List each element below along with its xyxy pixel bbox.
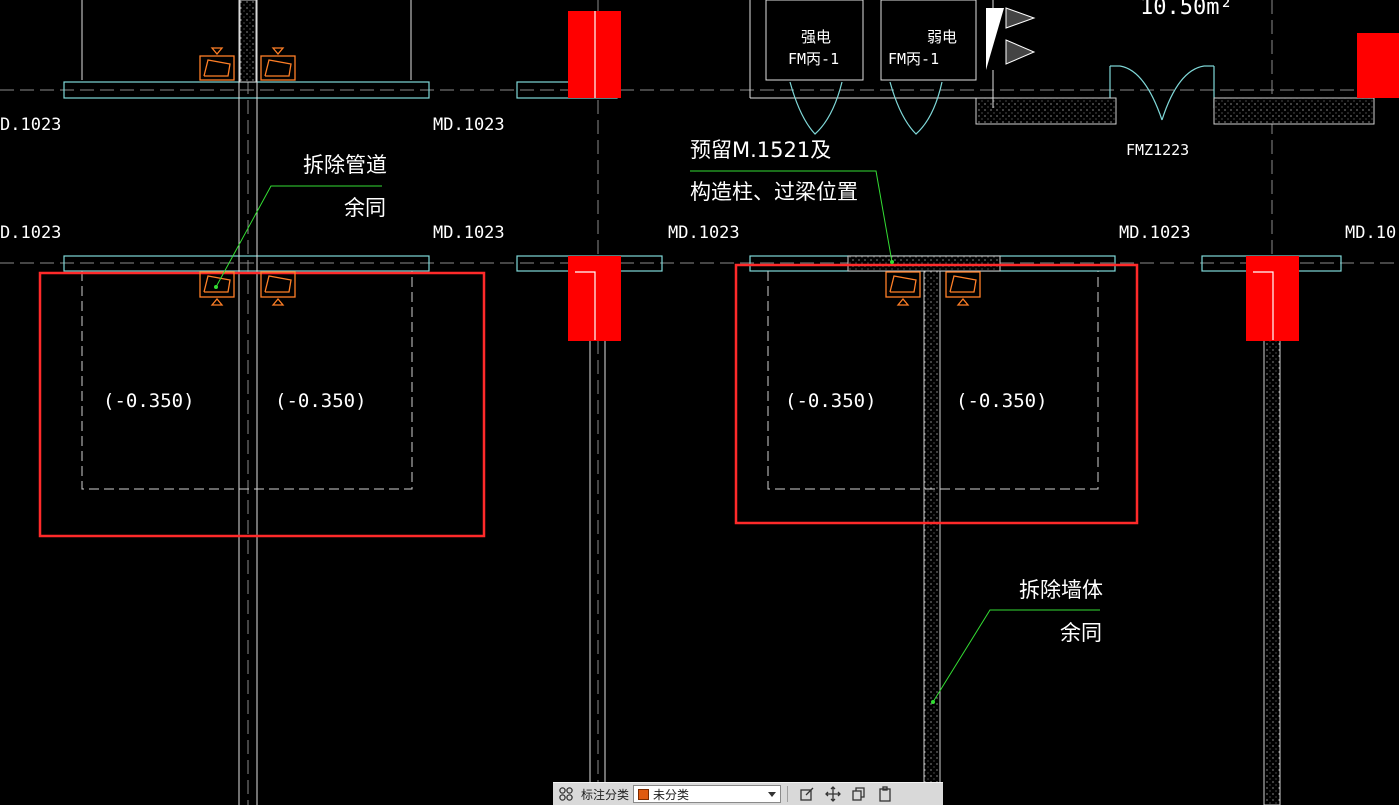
edit-icon (800, 787, 814, 801)
note-pipe-removal-same: 余同 (344, 196, 386, 220)
note-wall-removal: 拆除墙体 (1019, 578, 1103, 602)
elevation-label: (-0.350) (785, 390, 877, 412)
door-swings (789, 65, 1205, 135)
weak-elec-door-code: FM丙-1 (888, 50, 939, 68)
highlight-boxes (38, 263, 1139, 538)
room-area: 10.50m² (1140, 0, 1233, 20)
note-wall-removal-same: 余同 (1060, 621, 1102, 645)
copy-icon (852, 787, 865, 801)
electrical-rooms (749, 0, 994, 108)
axis-label: MD.1023 (1119, 223, 1191, 243)
highlight-box-right (734, 263, 1139, 525)
move-icon (825, 786, 841, 802)
axis-label: MD.1023 (433, 223, 505, 243)
door-window (986, 7, 1036, 70)
red-columns (568, 11, 1399, 341)
category-select-value: 未分类 (653, 787, 690, 802)
pit-outlines (81, 271, 1099, 490)
elevation-label: (-0.350) (275, 390, 367, 412)
chevron-down-icon (768, 792, 777, 797)
elevation-labels: (-0.350) (-0.350) (-0.350) (-0.350) (103, 390, 1048, 412)
strong-elec-room-name: 强电 (801, 28, 831, 46)
elevation-label: (-0.350) (103, 390, 195, 412)
grid-icon (559, 787, 573, 801)
leader-dots (214, 260, 935, 704)
elevation-label: (-0.350) (956, 390, 1048, 412)
strong-elec-door-code: FM丙-1 (788, 50, 839, 68)
edit-button[interactable] (794, 783, 820, 805)
weak-elec-room-name: 弱电 (927, 28, 957, 46)
category-color-swatch (638, 788, 650, 800)
axis-label: MD.1023 (668, 223, 740, 243)
annotation-toolbar: 标注分类 未分类 (553, 782, 943, 805)
toolbar-divider (787, 786, 789, 802)
axis-label: MD.10 (1345, 223, 1396, 243)
main-door-code: FMZ1223 (1126, 141, 1189, 159)
axis-labels: D.1023 MD.1023 D.1023 MD.1023 MD.1023 MD… (0, 115, 1396, 243)
category-select[interactable]: 未分类 (633, 785, 782, 803)
category-grid-button[interactable] (553, 783, 579, 805)
copy-button[interactable] (846, 783, 872, 805)
vertical-walls (81, 0, 606, 805)
axis-label: D.1023 (0, 223, 61, 243)
hatched-walls (239, 0, 1375, 805)
highlight-box-left (38, 271, 486, 538)
annotation-notes: 拆除管道 余同 预留M.1521及 构造柱、过梁位置 拆除墙体 余同 (303, 138, 1103, 645)
note-reserve-column: 构造柱、过梁位置 (690, 180, 858, 204)
note-reserve-door: 预留M.1521及 (690, 138, 831, 162)
pipes (199, 47, 981, 306)
paste-button[interactable] (872, 783, 898, 805)
axis-label: MD.1023 (433, 115, 505, 135)
note-pipe-removal: 拆除管道 (303, 153, 387, 177)
door-labels: 强电 FM丙-1 弱电 FM丙-1 FMZ1223 (788, 28, 1189, 159)
move-button[interactable] (820, 783, 846, 805)
column-marks (575, 11, 1274, 340)
category-label: 标注分类 (581, 787, 630, 802)
leader-lines (215, 170, 1100, 703)
paste-icon (879, 786, 891, 802)
axis-label: D.1023 (0, 115, 61, 135)
